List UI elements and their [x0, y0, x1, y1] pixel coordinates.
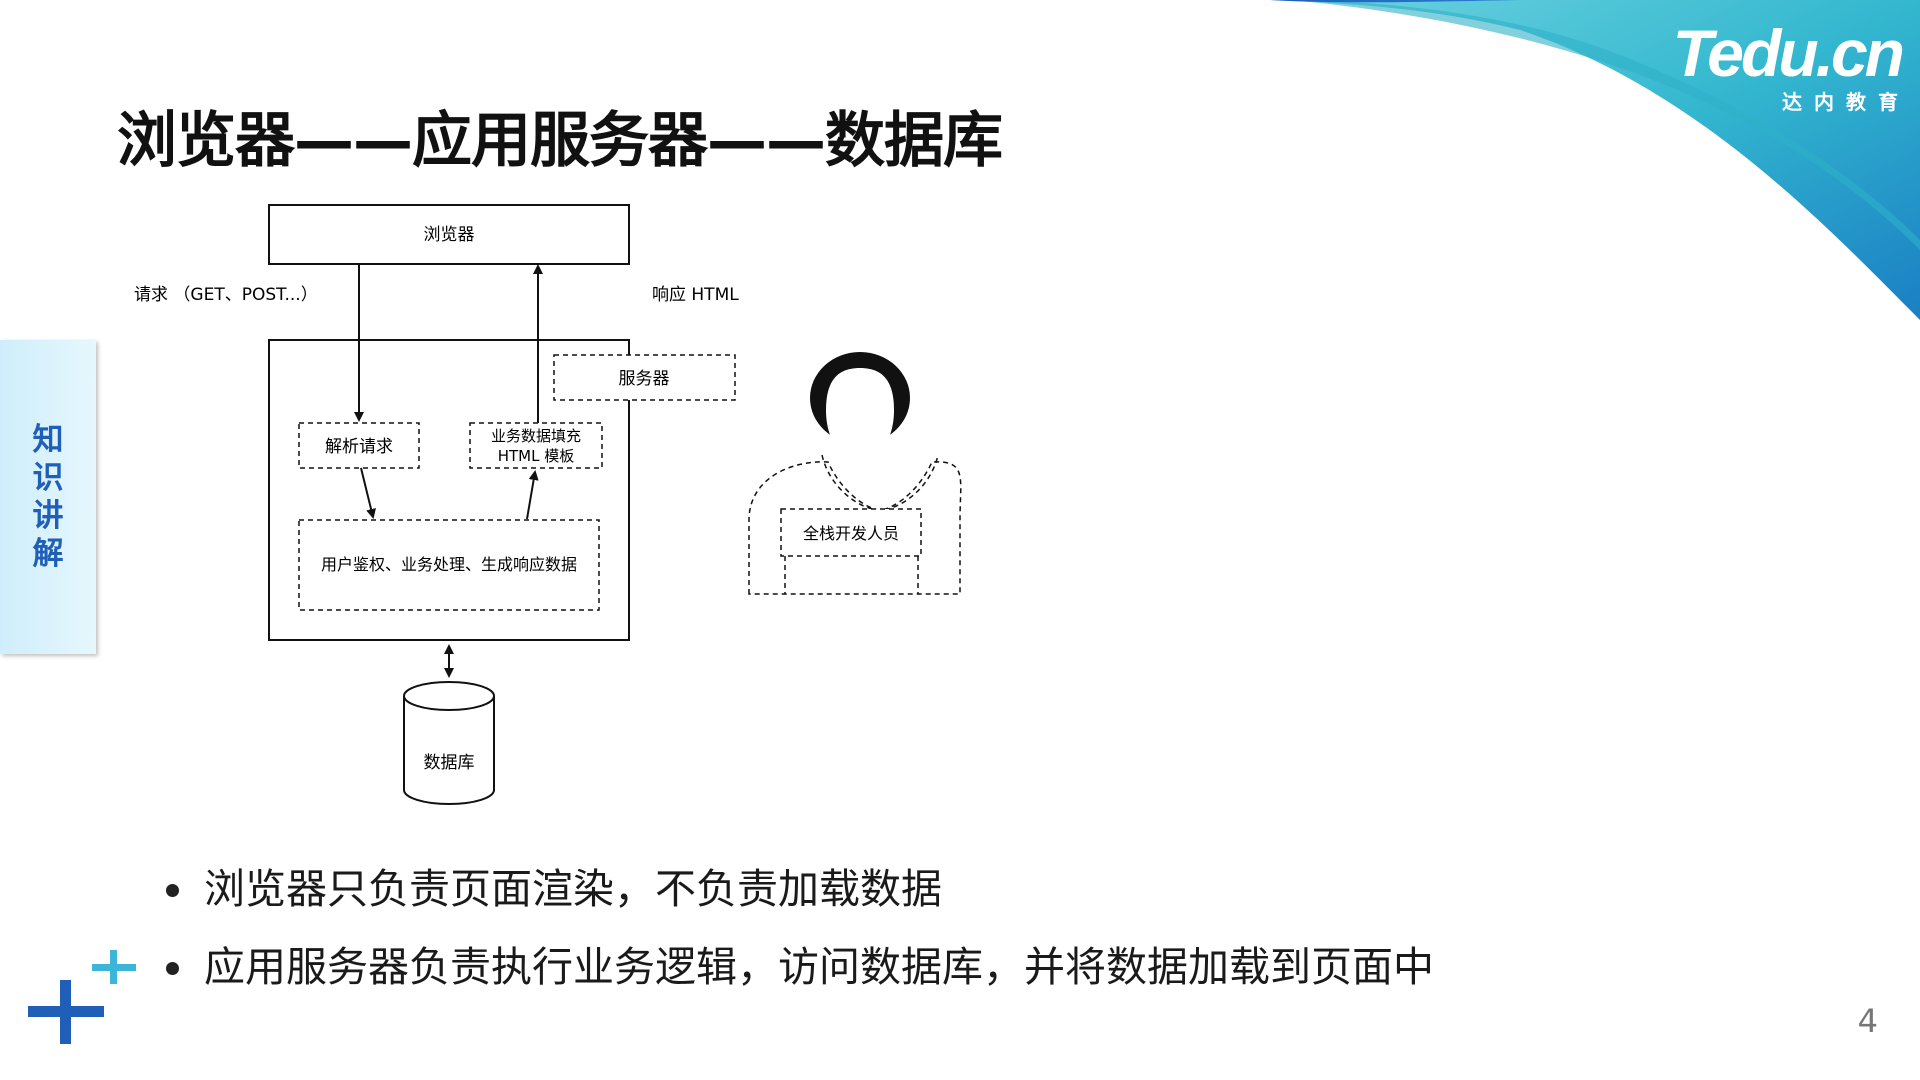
section-tab-char: 讲: [32, 498, 64, 534]
page-number: 4: [1857, 1002, 1878, 1040]
database-cylinder: [403, 681, 495, 805]
bullet-text: 应用服务器负责执行业务逻辑，访问数据库，并将数据加载到页面中: [204, 943, 1434, 991]
developer-figure: [748, 352, 962, 595]
response-label: 响应 HTML: [652, 285, 739, 305]
page-title: 浏览器——应用服务器——数据库: [117, 106, 1003, 176]
browser-box: [268, 204, 630, 265]
tedu-logo: Tedu.cn 达内教育: [1672, 16, 1905, 115]
bullet-dot-icon: [166, 884, 179, 897]
processing-box: [298, 519, 600, 611]
section-tab: 知 识 讲 解: [0, 340, 96, 654]
parse-request-box: [298, 422, 420, 469]
app-server-box: [268, 339, 630, 641]
plus-icon: [92, 950, 136, 984]
process-to-template-arrow: [526, 470, 539, 520]
developer-face: [826, 368, 894, 458]
logo-subtitle: 达内教育: [1782, 90, 1910, 114]
server-tag-box: [553, 354, 736, 401]
section-tab-char: 解: [32, 536, 64, 572]
fill-template-label: 业务数据填充: [491, 427, 581, 445]
browser-label: 浏览器: [424, 225, 475, 245]
request-label: 请求 （GET、POST...）: [134, 285, 318, 305]
fill-template-label: HTML 模板: [498, 447, 575, 465]
bullet-dot-icon: [166, 962, 179, 975]
parse-to-process-arrow: [360, 467, 376, 519]
plus-icon: [28, 980, 104, 1044]
section-tab-char: 识: [32, 460, 64, 496]
parse-request-label: 解析请求: [325, 437, 393, 457]
logo-brand: Tedu.cn: [1672, 16, 1905, 90]
bullet-item: 浏览器只负责页面渲染，不负责加载数据: [160, 850, 1434, 928]
bullet-item: 应用服务器负责执行业务逻辑，访问数据库，并将数据加载到页面中: [160, 928, 1434, 1006]
processing-label: 用户鉴权、业务处理、生成响应数据: [321, 555, 577, 574]
server-label: 服务器: [619, 369, 670, 389]
section-tab-char: 知: [32, 422, 64, 458]
database-label: 数据库: [424, 753, 475, 773]
developer-label: 全栈开发人员: [803, 524, 899, 543]
bullet-list: 浏览器只负责页面渲染，不负责加载数据 应用服务器负责执行业务逻辑，访问数据库，并…: [160, 850, 1434, 1006]
bullet-text: 浏览器只负责页面渲染，不负责加载数据: [204, 865, 942, 913]
fill-template-box: [469, 422, 603, 469]
